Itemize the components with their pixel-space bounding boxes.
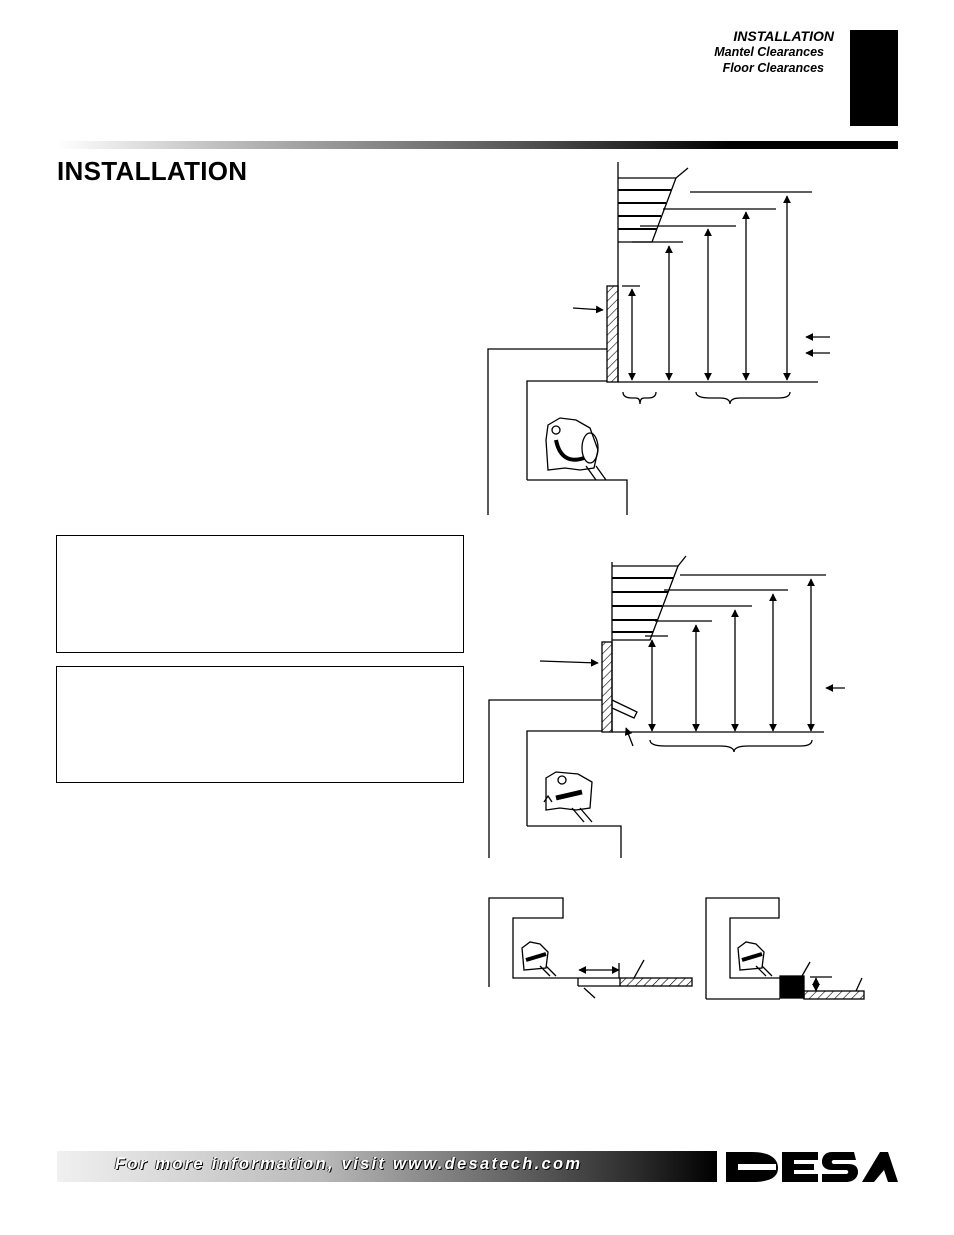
header-title: INSTALLATION: [733, 28, 834, 44]
footer-website-text: For more information, visit www.desatech…: [115, 1155, 583, 1173]
header-subtitle-floor: Floor Clearances: [722, 61, 824, 75]
desa-logo: [722, 1148, 900, 1186]
floor-clearance-figure-right: [705, 897, 865, 1000]
notice-box-2: [56, 666, 464, 783]
floor-clearance-figure-left: [488, 897, 693, 999]
desa-logo-mark: [726, 1152, 898, 1182]
section-tab: [850, 30, 898, 126]
notice-box: [56, 535, 464, 653]
header-rule: [57, 141, 898, 149]
header-subtitle-mantel: Mantel Clearances: [714, 45, 824, 59]
page-title: INSTALLATION: [57, 156, 248, 186]
footer-bar: [57, 1151, 717, 1182]
mantel-clearance-figure: [487, 162, 830, 515]
mantel-hood-figure: [488, 555, 845, 858]
